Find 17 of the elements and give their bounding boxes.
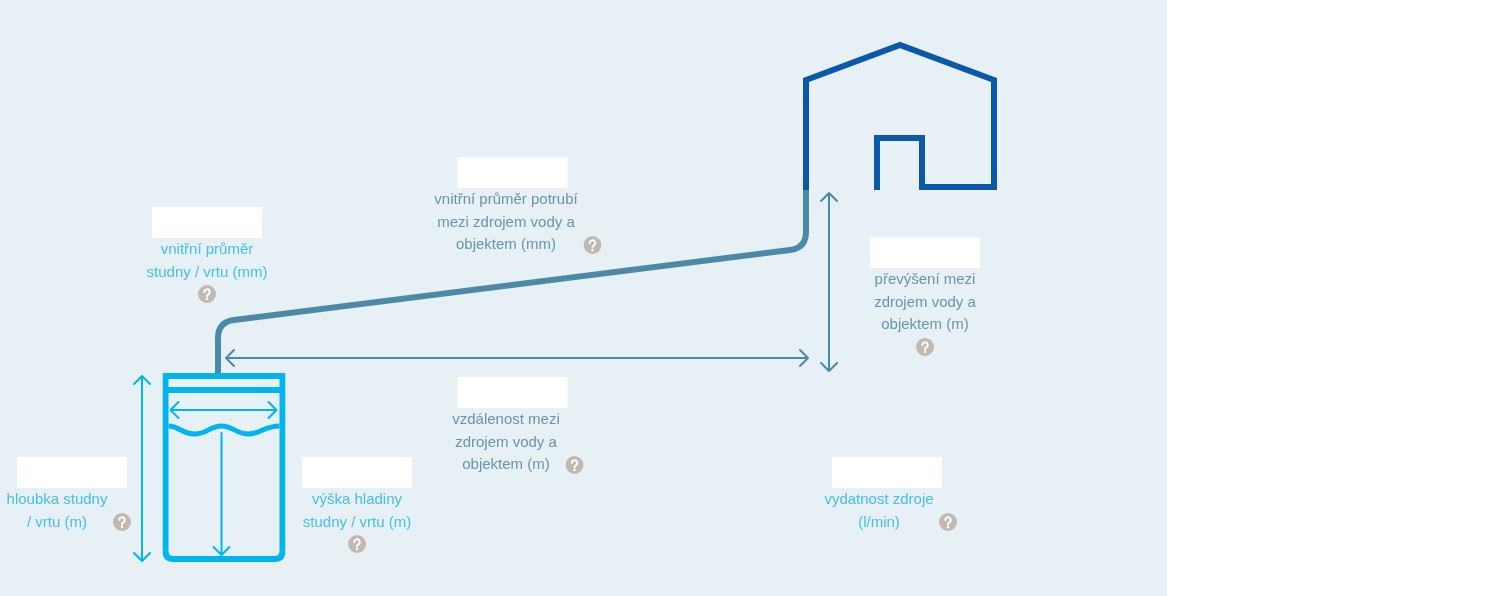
input-field <box>17 457 127 488</box>
house-outline <box>803 39 997 190</box>
input-field <box>870 237 980 268</box>
field-label: vnitřní průměr potrubí mezi zdrojem vody a objektem (mm) <box>433 189 579 254</box>
input-field <box>457 157 567 188</box>
field-label: vydatnost zdroje (l/min) <box>823 489 935 532</box>
input-field <box>457 377 567 408</box>
field-label: vnitřní průměr studny / vrtu (mm) <box>145 239 269 282</box>
well-illustration <box>162 373 285 562</box>
field-label: převýšení mezi zdrojem vody a objektem (m) <box>873 269 977 334</box>
field-label: hloubka studny / vrtu (m) <box>5 489 109 532</box>
pipe <box>215 190 809 373</box>
field-label: vzdálenost mezi zdrojem vody a objektem (m) <box>451 409 561 474</box>
field-label: výška hladiny studny / vrtu (m) <box>301 489 413 532</box>
input-field <box>832 457 942 488</box>
input-field <box>302 457 412 488</box>
input-field <box>152 207 262 238</box>
